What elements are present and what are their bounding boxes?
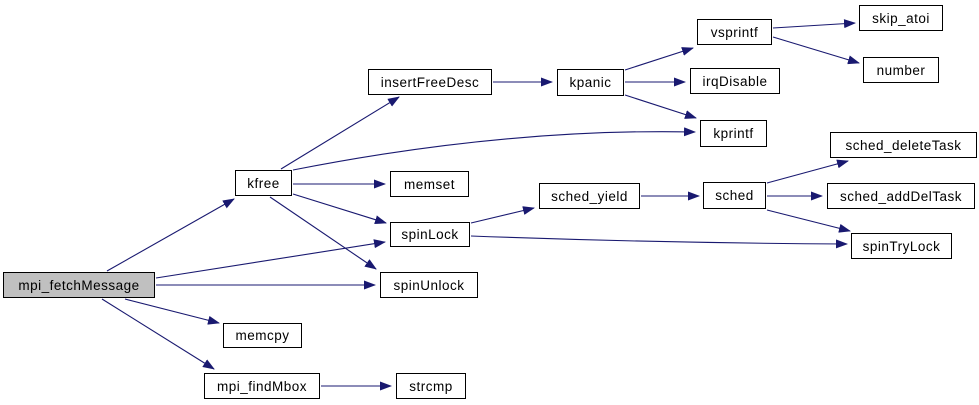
node-irqDisable[interactable]: irqDisable [690,68,780,94]
edge-mpi_fetchMessage-mpi_findMbox [101,298,215,370]
node-spinLock[interactable]: spinLock [390,222,470,247]
node-sched_yield[interactable]: sched_yield [539,183,640,209]
node-mpi_findMbox[interactable]: mpi_findMbox [204,373,320,399]
edge-mpi_fetchMessage-memcpy [124,298,220,325]
node-strcmp[interactable]: strcmp [396,373,466,399]
edge-spinLock-spinTryLock [470,235,848,249]
edge-mpi_fetchMessage-kfree [106,198,235,272]
node-sched_deleteTask[interactable]: sched_deleteTask [830,132,977,158]
node-kprintf[interactable]: kprintf [700,120,767,147]
node-skip_atoi[interactable]: skip_atoi [859,5,943,31]
edge-sched-spinTryLock [766,209,851,233]
node-memset[interactable]: memset [390,171,469,197]
edge-kfree-insertFreeDesc [280,96,400,170]
edge-kpanic-vsprintf [624,47,694,71]
edge-vsprintf-number [772,36,860,65]
edge-kfree-spinLock [292,193,387,225]
edge-spinLock-sched_yield [470,206,535,224]
node-mpi_fetchMessage: mpi_fetchMessage [3,272,155,298]
node-spinUnlock[interactable]: spinUnlock [380,272,478,298]
edge-kfree-kprintf [292,127,696,171]
node-spinTryLock[interactable]: spinTryLock [851,233,952,259]
edge-group [101,19,860,391]
node-memcpy[interactable]: memcpy [223,323,302,348]
edge-mpi_fetchMessage-spinLock [155,239,386,279]
edge-vsprintf-skip_atoi [772,19,856,29]
node-kpanic[interactable]: kpanic [557,69,624,96]
node-sched_addDelTask[interactable]: sched_addDelTask [827,183,975,209]
node-insertFreeDesc[interactable]: insertFreeDesc [368,69,492,95]
edge-kpanic-kprintf [624,94,697,119]
node-kfree[interactable]: kfree [235,170,292,196]
node-vsprintf[interactable]: vsprintf [697,19,772,45]
edge-kfree-spinUnlock [269,196,377,270]
node-sched[interactable]: sched [703,182,766,209]
node-number[interactable]: number [863,57,939,83]
edge-sched-sched_deleteTask [766,159,849,184]
